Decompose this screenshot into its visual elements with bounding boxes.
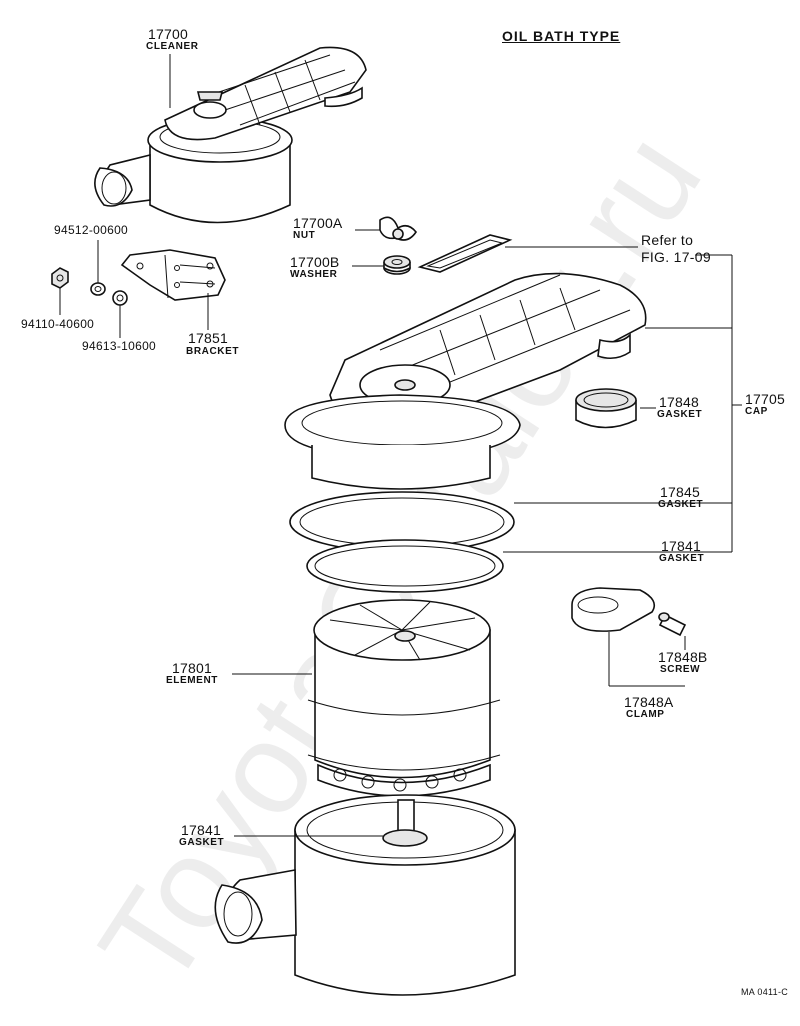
nut-washer-drawing [379,216,417,275]
part-number-17801[interactable]: 17801 [172,660,212,676]
part-number-17848b[interactable]: 17848B [658,649,708,665]
part-name-washer: WASHER [290,269,338,280]
part-number-17845[interactable]: 17845 [660,484,700,500]
part-name-clamp: CLAMP [626,709,665,720]
gasket-17848-drawing [575,388,637,429]
part-name-gasket-17841-lower: GASKET [179,837,225,848]
part-name-gasket-17841-upper: GASKET [659,553,705,564]
part-number-17848a[interactable]: 17848A [624,694,674,710]
part-number-94613-10600[interactable]: 94613-10600 [82,339,157,353]
part-number-17851[interactable]: 17851 [188,330,228,346]
part-name-cleaner: CLEANER [146,41,199,52]
element-drawing [307,599,501,797]
part-number-94512-00600[interactable]: 94512-00600 [54,223,129,237]
part-number-94110-40600[interactable]: 94110-40600 [21,317,95,331]
part-name-screw: SCREW [660,664,701,675]
clamp-screw-drawing [571,587,687,637]
part-number-17841-upper[interactable]: 17841 [661,538,701,554]
part-number-17848[interactable]: 17848 [659,394,699,410]
oil-bowl-drawing [214,794,516,996]
diagram-code: MA 0411-C [741,987,789,997]
part-name-nut: NUT [293,230,316,241]
part-name-element: ELEMENT [166,675,218,686]
cap-drawing [284,234,647,490]
diagram-title: OIL BATH TYPE [502,28,621,44]
part-number-17700[interactable]: 17700 [148,26,188,42]
part-name-gasket-17848: GASKET [657,409,703,420]
part-number-17705[interactable]: 17705 [745,391,785,407]
part-name-gasket-17845: GASKET [658,499,704,510]
cleaner-assembly-drawing [94,46,367,224]
reference-line2[interactable]: FIG. 17-09 [641,249,711,265]
part-number-17841-lower[interactable]: 17841 [181,822,221,838]
reference-line1: Refer to [641,232,694,248]
part-name-bracket: BRACKET [186,346,240,357]
leader-lines [59,54,742,837]
bracket-drawing [51,249,226,306]
part-number-17700a[interactable]: 17700A [293,215,343,231]
part-name-cap: CAP [745,406,768,417]
part-number-17700b[interactable]: 17700B [290,254,340,270]
gaskets-ring-drawing [289,491,515,593]
